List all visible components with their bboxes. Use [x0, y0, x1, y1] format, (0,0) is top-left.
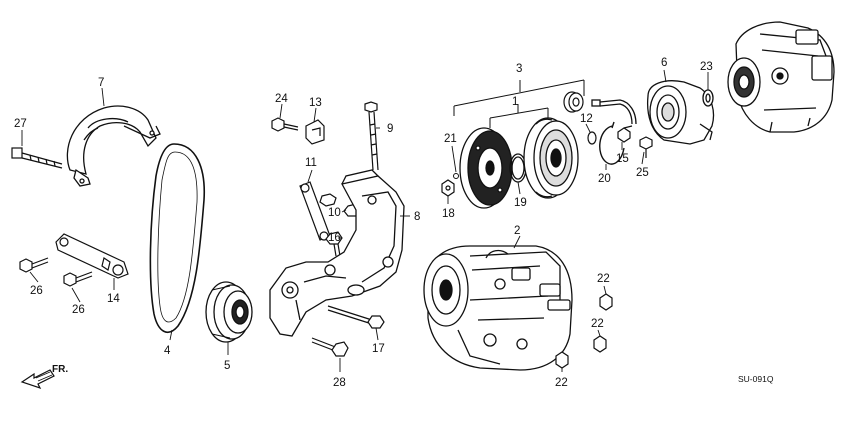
part-bolt-27 [11, 147, 63, 169]
part-labels: 27 7 4 5 24 13 9 11 10 8 16 14 26 26 17 … [14, 57, 774, 389]
part-bolt-16 [325, 231, 343, 257]
label-4: 4 [164, 345, 171, 357]
label-19: 19 [514, 197, 527, 209]
part-screw-25 [639, 136, 653, 158]
part-belt-cover-7 [66, 105, 161, 187]
leader-lines [21, 69, 709, 372]
label-15: 15 [616, 153, 629, 165]
part-pulley-5 [205, 281, 253, 343]
part-screw-15 [617, 125, 633, 143]
part-bolt-26a [19, 257, 49, 273]
label-21: 21 [444, 133, 457, 145]
label-18: 18 [442, 208, 455, 220]
label-7: 7 [98, 77, 104, 89]
part-nut-22a [599, 293, 613, 311]
label-22a: 22 [597, 273, 610, 285]
part-nut-22c [555, 351, 569, 369]
label-10: 10 [328, 207, 341, 219]
part-nut-22b [593, 335, 607, 353]
part-field-coil-6 [646, 80, 715, 145]
part-bracket-8 [269, 169, 405, 337]
part-washer-23 [702, 89, 714, 107]
label-6: 6 [661, 57, 667, 69]
front-direction-arrow: FR. [20, 364, 68, 390]
part-bolt-26b [63, 271, 93, 287]
fr-label: FR. [52, 364, 68, 375]
label-16: 16 [328, 232, 341, 244]
part-compressor-2 [423, 245, 573, 371]
part-link-14 [55, 233, 129, 279]
label-2: 2 [514, 225, 520, 237]
part-clip-13 [305, 119, 325, 145]
label-24: 24 [275, 93, 288, 105]
part-ring-12 [587, 131, 597, 145]
label-25: 25 [636, 167, 649, 179]
label-22c: 22 [555, 377, 568, 389]
label-28: 28 [333, 377, 346, 389]
part-bolt-24 [271, 117, 299, 132]
label-11: 11 [305, 157, 317, 169]
diagram-code: SU-091Q [738, 374, 774, 384]
part-shim-21 [453, 173, 459, 179]
label-27: 27 [14, 118, 27, 130]
label-14: 14 [107, 293, 120, 305]
label-26b: 26 [72, 304, 85, 316]
label-22b: 22 [591, 318, 604, 330]
label-17: 17 [372, 343, 385, 355]
part-compressor-assembly [727, 21, 835, 133]
label-5: 5 [224, 360, 230, 372]
part-nut-18 [441, 179, 455, 197]
label-3: 3 [516, 63, 522, 75]
label-9: 9 [387, 123, 393, 135]
label-23: 23 [700, 61, 713, 73]
part-wire-12 [591, 99, 637, 125]
part-bolt-17 [327, 305, 385, 329]
part-snap-ring-20 [599, 121, 625, 165]
part-clutch-pulley-1 [523, 117, 579, 199]
part-rod-11 [299, 181, 337, 241]
label-13: 13 [309, 97, 322, 109]
label-20: 20 [598, 173, 611, 185]
label-26a: 26 [30, 285, 43, 297]
part-bearing-3 [563, 91, 584, 113]
label-8: 8 [414, 211, 420, 223]
part-v-belt-4 [149, 143, 206, 334]
part-bracket-lines [453, 79, 585, 128]
label-1: 1 [512, 96, 518, 108]
part-bolt-28 [311, 337, 349, 357]
part-bolt-9 [364, 101, 379, 171]
part-clutch-plate-1 [459, 127, 513, 209]
label-12: 12 [580, 113, 593, 125]
